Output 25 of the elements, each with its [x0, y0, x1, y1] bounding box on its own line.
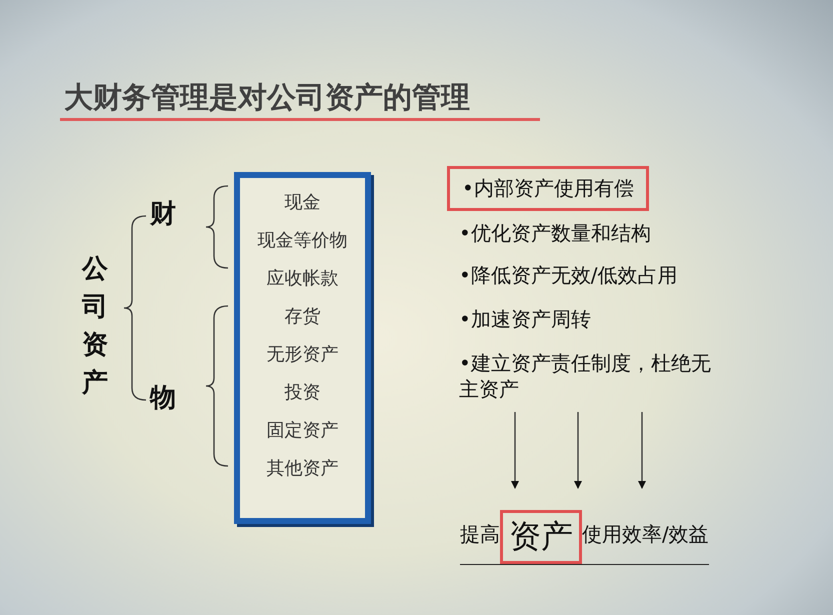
vertical-heading: 公司资产: [82, 253, 109, 400]
bullet-text: •建立资产责任制度，杜绝无主资产: [459, 350, 712, 402]
bullet-text: •内部资产使用有偿: [462, 176, 634, 200]
bullet-text: •降低资产无效/低效占用: [459, 262, 678, 289]
bullet-text: •优化资产数量和结构: [459, 220, 651, 247]
list-item: 应收帐款: [266, 267, 340, 291]
asset-list-box: [234, 172, 371, 524]
arrow: [511, 412, 519, 489]
sentence-text: 提高: [460, 522, 500, 546]
highlight-box: 资产: [500, 510, 582, 564]
list-item: 现金: [284, 191, 322, 215]
list-item: 无形资产: [266, 343, 340, 367]
arrow: [638, 412, 646, 489]
list-item: 固定资产: [266, 419, 340, 443]
slide-title: 大财务管理是对公司资产的管理: [64, 79, 470, 116]
category-label: 物: [150, 382, 176, 415]
sentence-text: 使用效率/效益: [582, 522, 709, 546]
list-item: 其他资产: [266, 457, 340, 481]
category-label: 财: [150, 198, 176, 231]
list-item: 现金等价物: [256, 229, 348, 253]
arrow: [574, 412, 582, 489]
bullet-text: •加速资产周转: [459, 306, 591, 333]
list-item: 投资: [284, 381, 322, 405]
highlight-box: [447, 166, 649, 211]
list-item: 存货: [284, 305, 322, 329]
